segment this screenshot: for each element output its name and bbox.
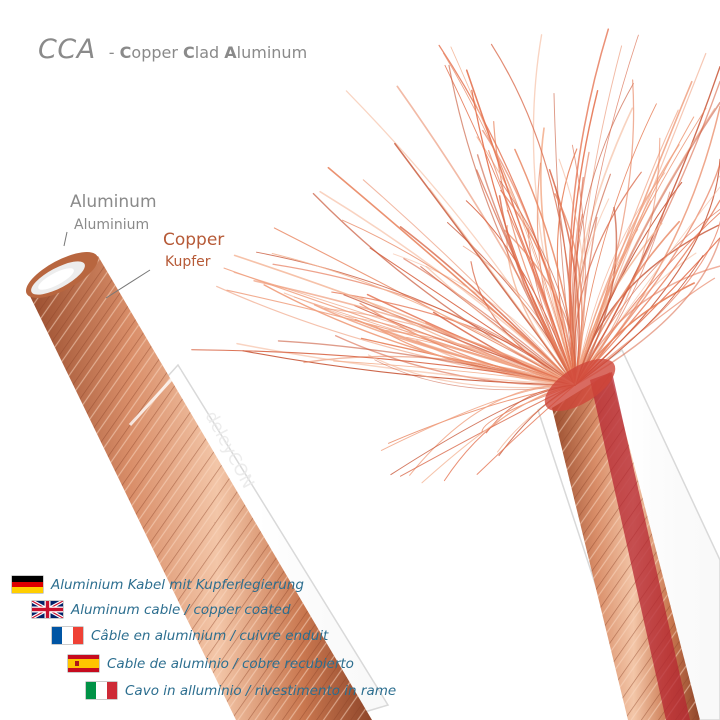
copper-strand [574, 116, 695, 386]
copper-strand [482, 129, 576, 386]
copper-strand [465, 200, 576, 386]
copper-strand [574, 45, 623, 386]
copper-strand [558, 158, 585, 386]
copper-strand [574, 101, 720, 386]
language-text-it: Cavo in alluminio / rivestimento in rame [125, 682, 397, 699]
italy-flag-icon [86, 682, 117, 699]
germany-flag-icon [12, 576, 43, 593]
copper-strand [263, 284, 576, 386]
copper-label-de: Kupfer [165, 254, 211, 270]
copper-strand [514, 148, 576, 386]
aluminum-label-de: Aluminium [74, 217, 150, 233]
headline: CCA - Copper Clad Aluminum [38, 34, 307, 65]
language-text-de: Aluminium Kabel mit Kupferlegierung [51, 576, 304, 593]
copper-strand [574, 34, 639, 386]
copper-strand [233, 271, 576, 386]
copper-strand [574, 105, 720, 386]
language-text-en: Aluminum cable / copper coated [71, 601, 291, 618]
copper-strand [450, 46, 576, 386]
copper-strand [574, 79, 635, 386]
copper-strand [574, 137, 661, 386]
copper-strand [490, 43, 576, 386]
copper-strand [335, 335, 576, 386]
left-cable: deleyCON [25, 252, 390, 720]
copper-strand [253, 280, 576, 386]
copper-strand [574, 175, 720, 386]
copper-strand [568, 28, 610, 386]
copper-strand [242, 350, 576, 386]
copper-strand [345, 90, 576, 386]
copper-strand [539, 127, 576, 386]
copper-strand [223, 267, 576, 386]
copper-strand [396, 85, 576, 386]
headline-subtitle: - Copper Clad Aluminum [108, 43, 308, 62]
language-text-fr: Câble en aluminium / cuivre enduit [91, 627, 329, 644]
aluminum-label-en: Aluminum [70, 192, 157, 212]
copper-strand [403, 258, 576, 386]
language-text-es: Cable de aluminio / cobre recubierto [107, 655, 354, 672]
copper-strand [277, 340, 576, 386]
copper-strand [574, 199, 720, 386]
uk-flag-icon [32, 601, 63, 618]
copper-strand [471, 89, 576, 386]
copper-strand [354, 305, 576, 386]
copper-strand [498, 195, 576, 386]
language-row-de: Aluminium Kabel mit Kupferlegierung [12, 576, 304, 593]
copper-strand [574, 163, 720, 386]
copper-strand [319, 190, 576, 386]
copper-strand [465, 69, 576, 386]
france-flag-icon [52, 627, 83, 644]
copper-strand [271, 252, 576, 386]
copper-strand [425, 265, 576, 386]
copper-strand [554, 193, 583, 386]
copper-strand [341, 219, 576, 386]
language-row-en: Aluminum cable / copper coated [32, 601, 291, 618]
copper-strand [553, 93, 576, 386]
right-cable [191, 28, 720, 720]
copper-strand [256, 251, 576, 386]
copper-strand [536, 162, 576, 386]
copper-strand [442, 52, 576, 386]
copper-strand [429, 187, 576, 386]
copper-strand [574, 144, 680, 386]
copper-label-en: Copper [163, 230, 225, 250]
headline-title: CCA [38, 34, 96, 65]
spain-flag-icon [68, 655, 99, 672]
language-row-fr: Câble en aluminium / cuivre enduit [52, 627, 328, 644]
copper-strand [574, 158, 720, 386]
copper-strand [362, 179, 576, 386]
copper-strand [374, 359, 576, 391]
copper-strand [273, 227, 576, 386]
copper-pointer [105, 269, 151, 299]
language-row-es: Cable de aluminio / cobre recubierto [68, 655, 354, 672]
copper-strand [366, 293, 576, 386]
aluminum-pointer [63, 231, 68, 247]
language-row-it: Cavo in alluminio / rivestimento in rame [86, 682, 396, 699]
